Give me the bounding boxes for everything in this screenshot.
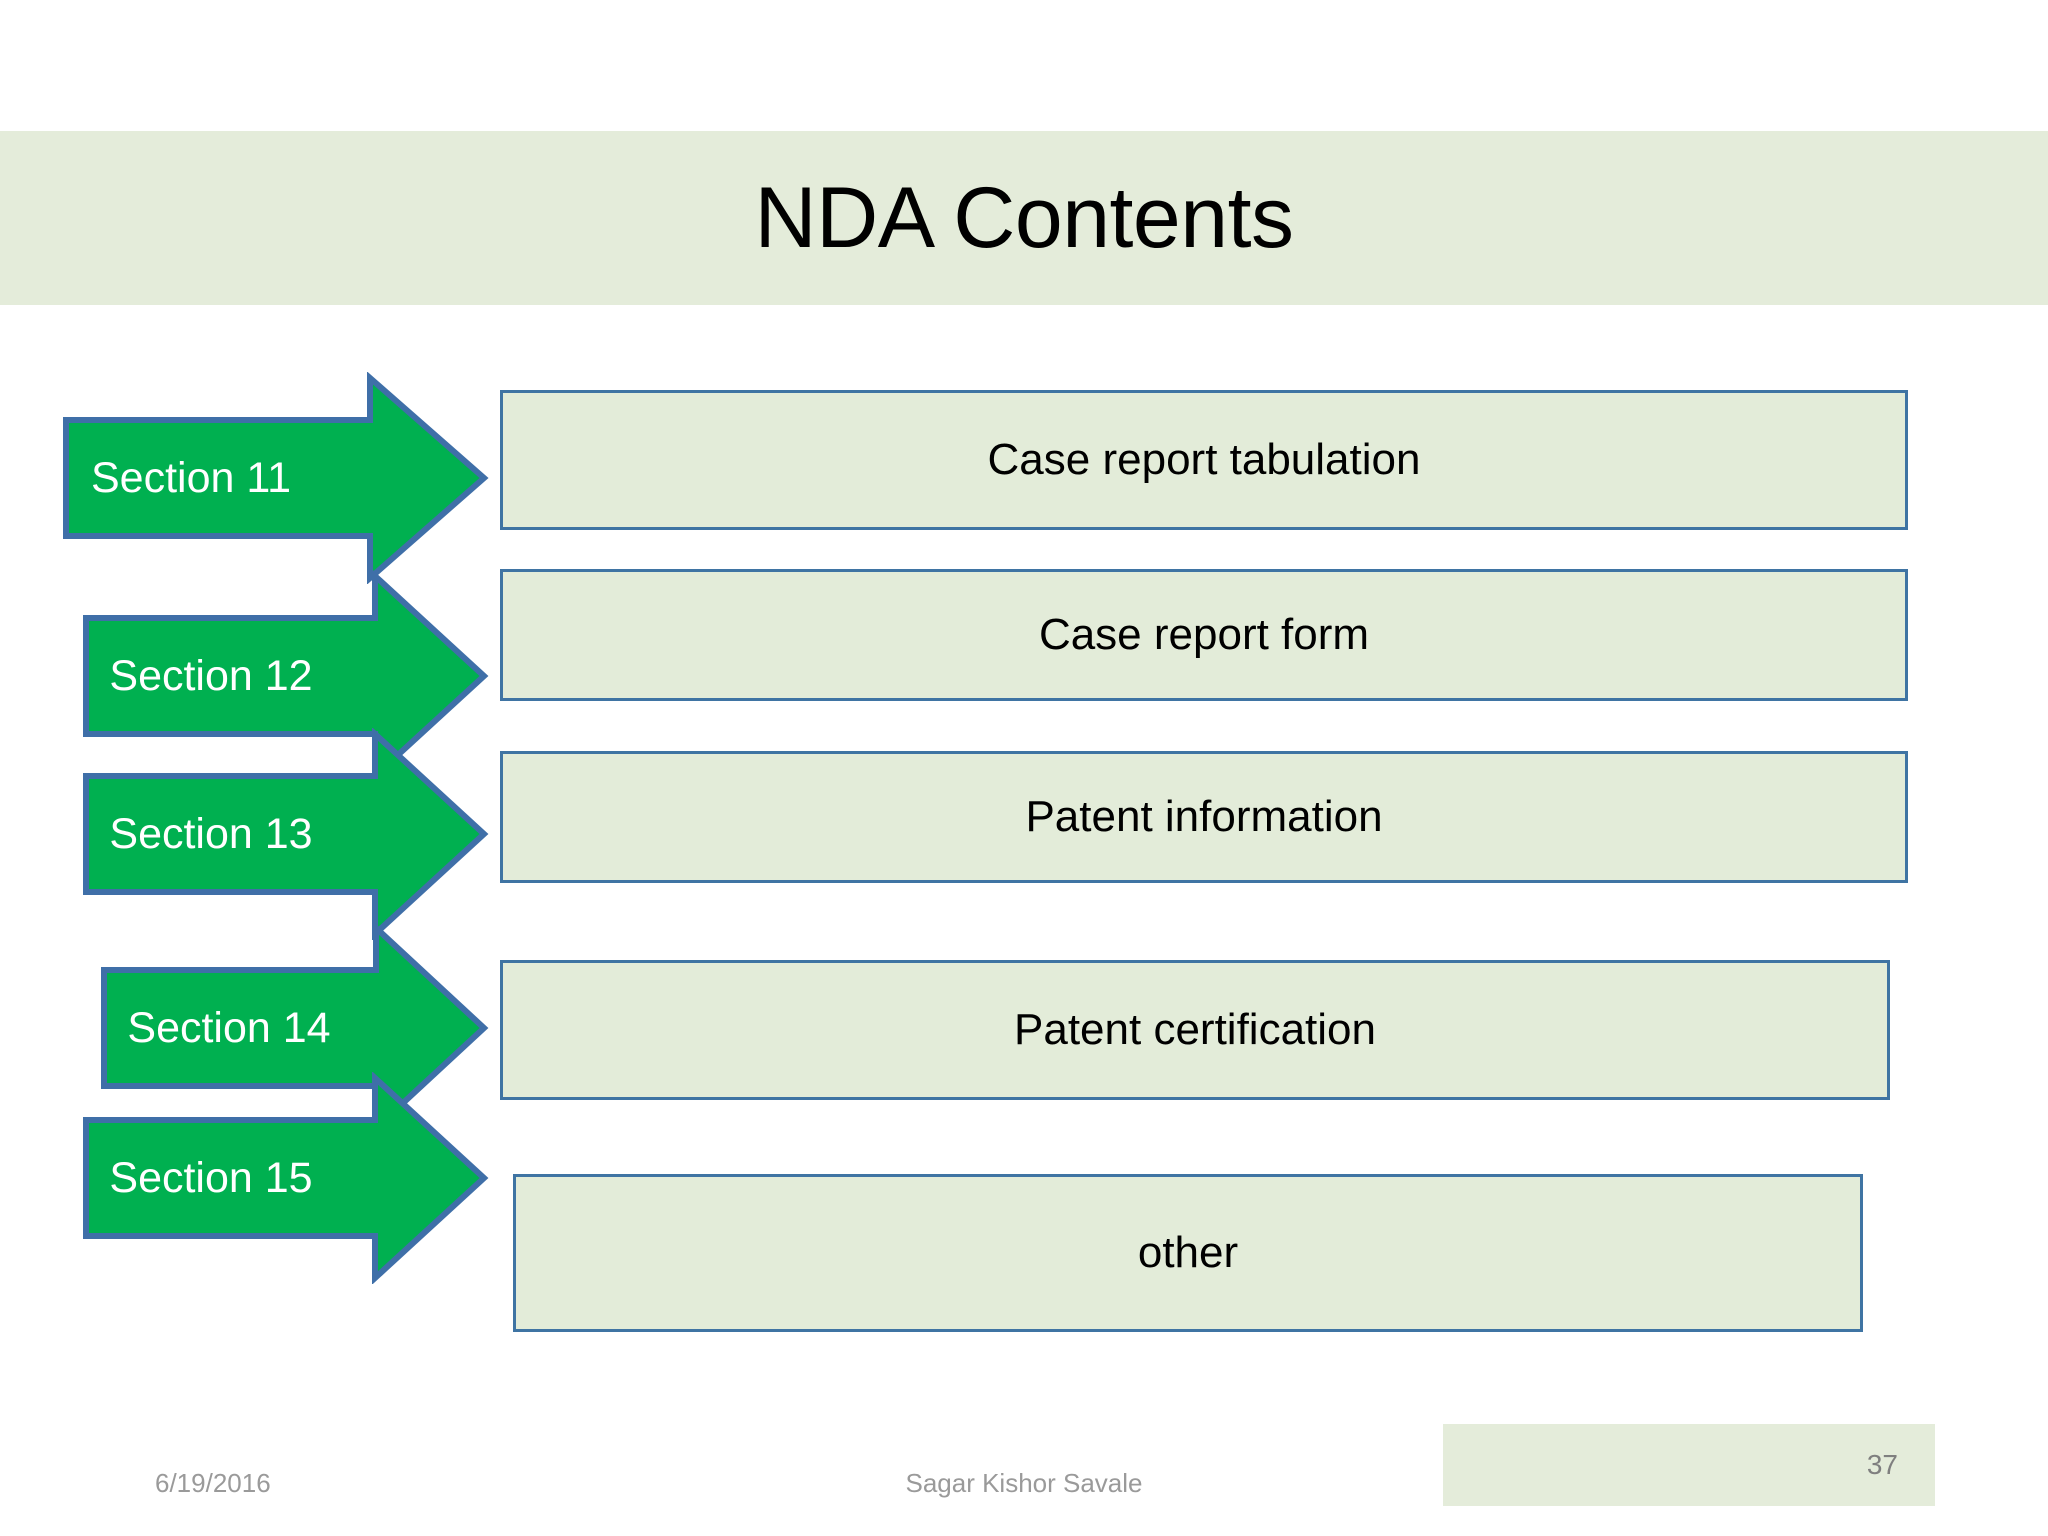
content-box-label-5: other xyxy=(1137,1228,1239,1277)
right-arrow-icon xyxy=(83,569,489,783)
content-box-label-2: Case report form xyxy=(1038,610,1370,659)
title-band xyxy=(0,131,2048,305)
right-arrow-icon xyxy=(83,1071,489,1285)
page-number-band xyxy=(1443,1424,1935,1506)
content-box-label-4: Patent certification xyxy=(1014,1005,1376,1054)
content-box-label-3: Patent information xyxy=(1025,792,1383,841)
content-box-4[interactable]: Patent certification xyxy=(500,960,1890,1100)
arrow-shape-5[interactable] xyxy=(80,1071,490,1285)
arrow-shape-2[interactable] xyxy=(80,569,490,783)
content-box-5[interactable]: other xyxy=(513,1174,1863,1332)
arrow-shape-3[interactable] xyxy=(80,727,490,941)
content-box-label-1: Case report tabulation xyxy=(987,435,1421,484)
footer-date: 6/19/2016 xyxy=(155,1468,271,1498)
right-arrow-icon xyxy=(83,727,489,941)
page-title: NDA Contents xyxy=(754,169,1294,266)
right-arrow-icon xyxy=(63,371,489,585)
footer-author: Sagar Kishor Savale xyxy=(905,1468,1143,1498)
page-number: 37 xyxy=(1866,1449,1898,1480)
right-arrow-icon xyxy=(101,921,489,1135)
content-box-1[interactable]: Case report tabulation xyxy=(500,390,1908,530)
arrow-shape-1[interactable] xyxy=(60,371,490,585)
content-box-2[interactable]: Case report form xyxy=(500,569,1908,701)
arrow-shape-4[interactable] xyxy=(98,921,490,1135)
content-box-3[interactable]: Patent information xyxy=(500,751,1908,883)
